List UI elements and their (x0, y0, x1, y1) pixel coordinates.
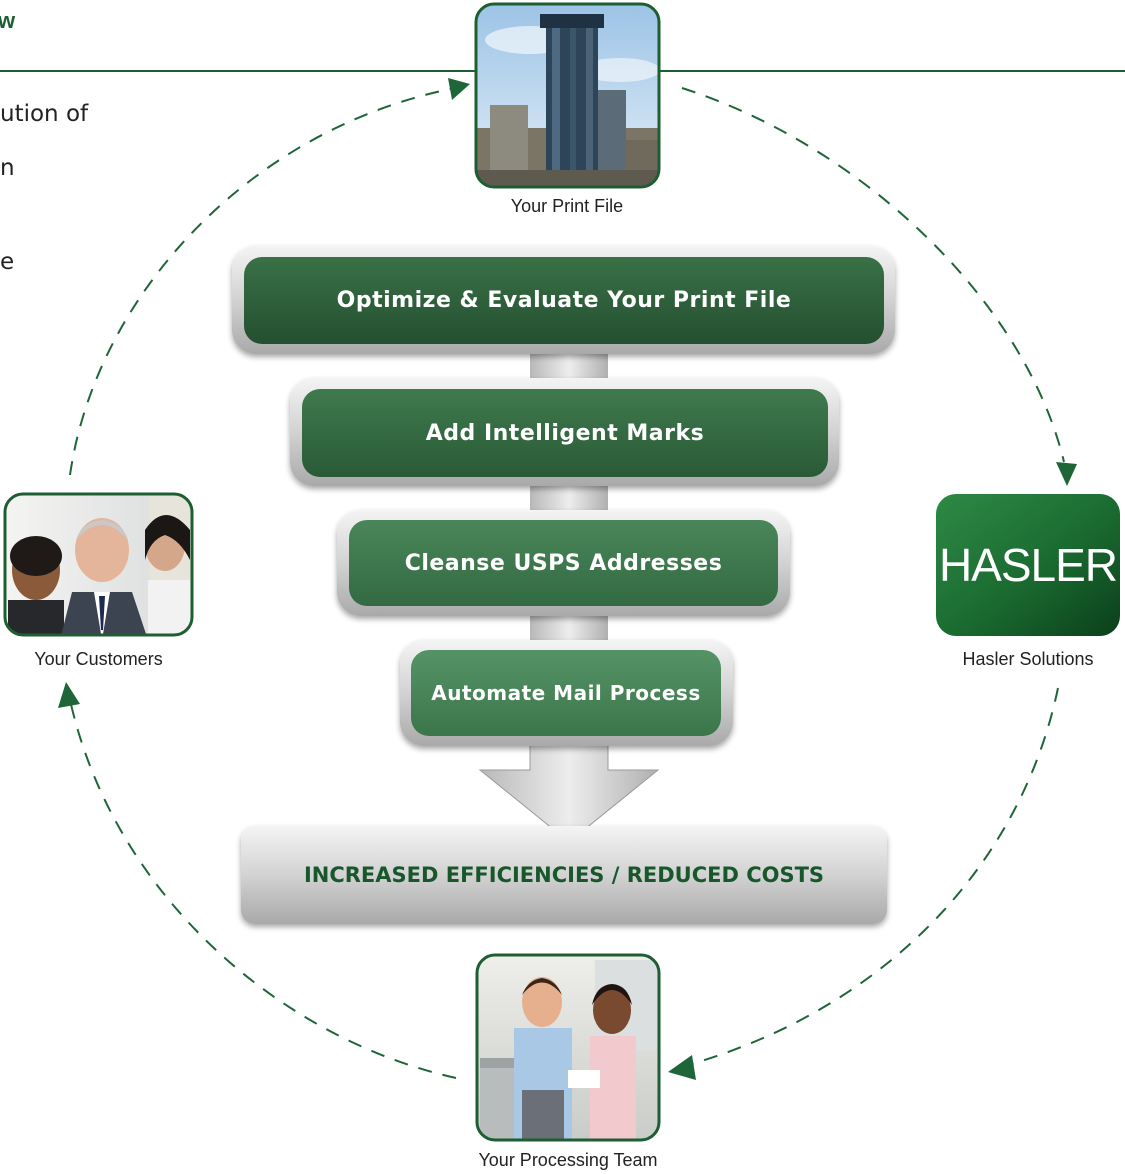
stage-1-label: Optimize & Evaluate Your Print File (336, 288, 792, 313)
cycle-arc-hasler-to-team (687, 687, 1059, 1066)
customers-frame (3, 492, 194, 637)
print-file-frame (474, 2, 661, 189)
stage-2-box (302, 389, 828, 477)
funnel (232, 246, 895, 924)
page-title-fragment: w (0, 8, 16, 33)
result-bar (241, 826, 887, 924)
print-file-label: Your Print File (510, 196, 624, 216)
cycle-arc-print-to-hasler (681, 87, 1065, 463)
cycle-arc-team-to-customers (69, 699, 457, 1079)
processing-team-photo (477, 955, 659, 1140)
hasler-solutions-label: Hasler Solutions (962, 649, 1094, 669)
stage-1-box (244, 257, 884, 344)
stage-2-label: Add Intelligent Marks (425, 420, 705, 446)
arrowhead-to-customers (58, 682, 80, 708)
stage-4-label: Automate Mail Process (431, 681, 701, 705)
customers-photo (5, 494, 192, 635)
arrowhead-to-print (448, 78, 470, 100)
body-text-line-3: e (0, 249, 15, 275)
processing-team-frame (475, 953, 661, 1142)
body-text-line-2: n (0, 155, 15, 181)
processing-team-label: Your Processing Team (478, 1150, 658, 1170)
customers-label: Your Customers (34, 649, 163, 669)
arrowhead-to-team (668, 1055, 696, 1080)
result-label: INCREASED EFFICIENCIES / REDUCED COSTS (303, 863, 825, 887)
hasler-logo: HASLER (938, 539, 1118, 591)
body-text-line-1: ution of (0, 101, 89, 127)
stage-3-label: Cleanse USPS Addresses (404, 550, 723, 576)
arrowhead-to-hasler (1056, 462, 1077, 486)
stage-3-box (349, 520, 778, 606)
cycle-arc-customers-to-print (69, 87, 456, 476)
hasler-logo-tile (936, 494, 1120, 636)
print-file-photo (476, 4, 659, 187)
stage-4-box (411, 650, 721, 736)
